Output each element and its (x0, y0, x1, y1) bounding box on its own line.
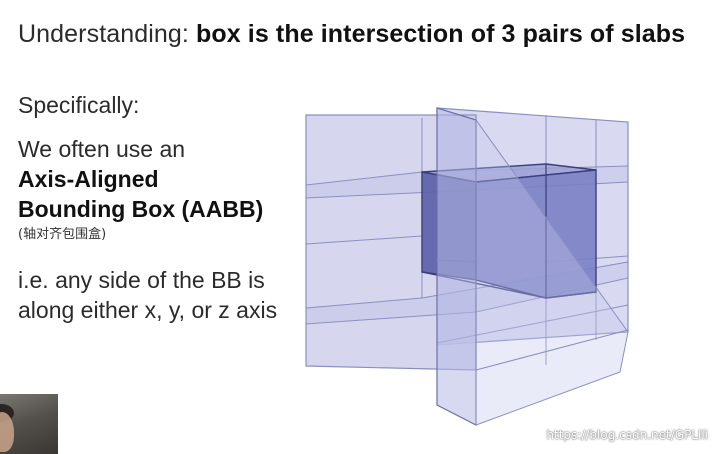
axis-aligned-explanation: i.e. any side of the BB is along either … (18, 267, 278, 323)
slide-title: Understanding: box is the intersection o… (18, 18, 685, 50)
aabb-bold-line1: Axis-Aligned (18, 166, 159, 192)
slide-title-main: box is the intersection of 3 pairs of sl… (196, 20, 686, 48)
slide-title-prefix: Understanding: (18, 20, 197, 48)
slab-grid-line (436, 259, 477, 263)
aabb-intro-text: We often use an (18, 136, 186, 162)
specifically-label: Specifically: (18, 92, 140, 118)
webcam-thumbnail (0, 394, 58, 454)
watermark-text: https://blog.csdn.net/GPLlli (546, 428, 708, 442)
aabb-chinese-note: (轴对齐包围盒) (18, 227, 107, 242)
slab-grid-line (475, 329, 629, 371)
slab-front (436, 107, 477, 426)
aabb-paragraph: We often use an Axis-Aligned Bounding Bo… (18, 134, 298, 244)
aabb-bold-line2: Bounding Box (AABB) (18, 196, 264, 222)
slab-front-panel (475, 118, 629, 426)
slab-grid-line (305, 235, 423, 245)
webcam-person-face (0, 412, 14, 452)
